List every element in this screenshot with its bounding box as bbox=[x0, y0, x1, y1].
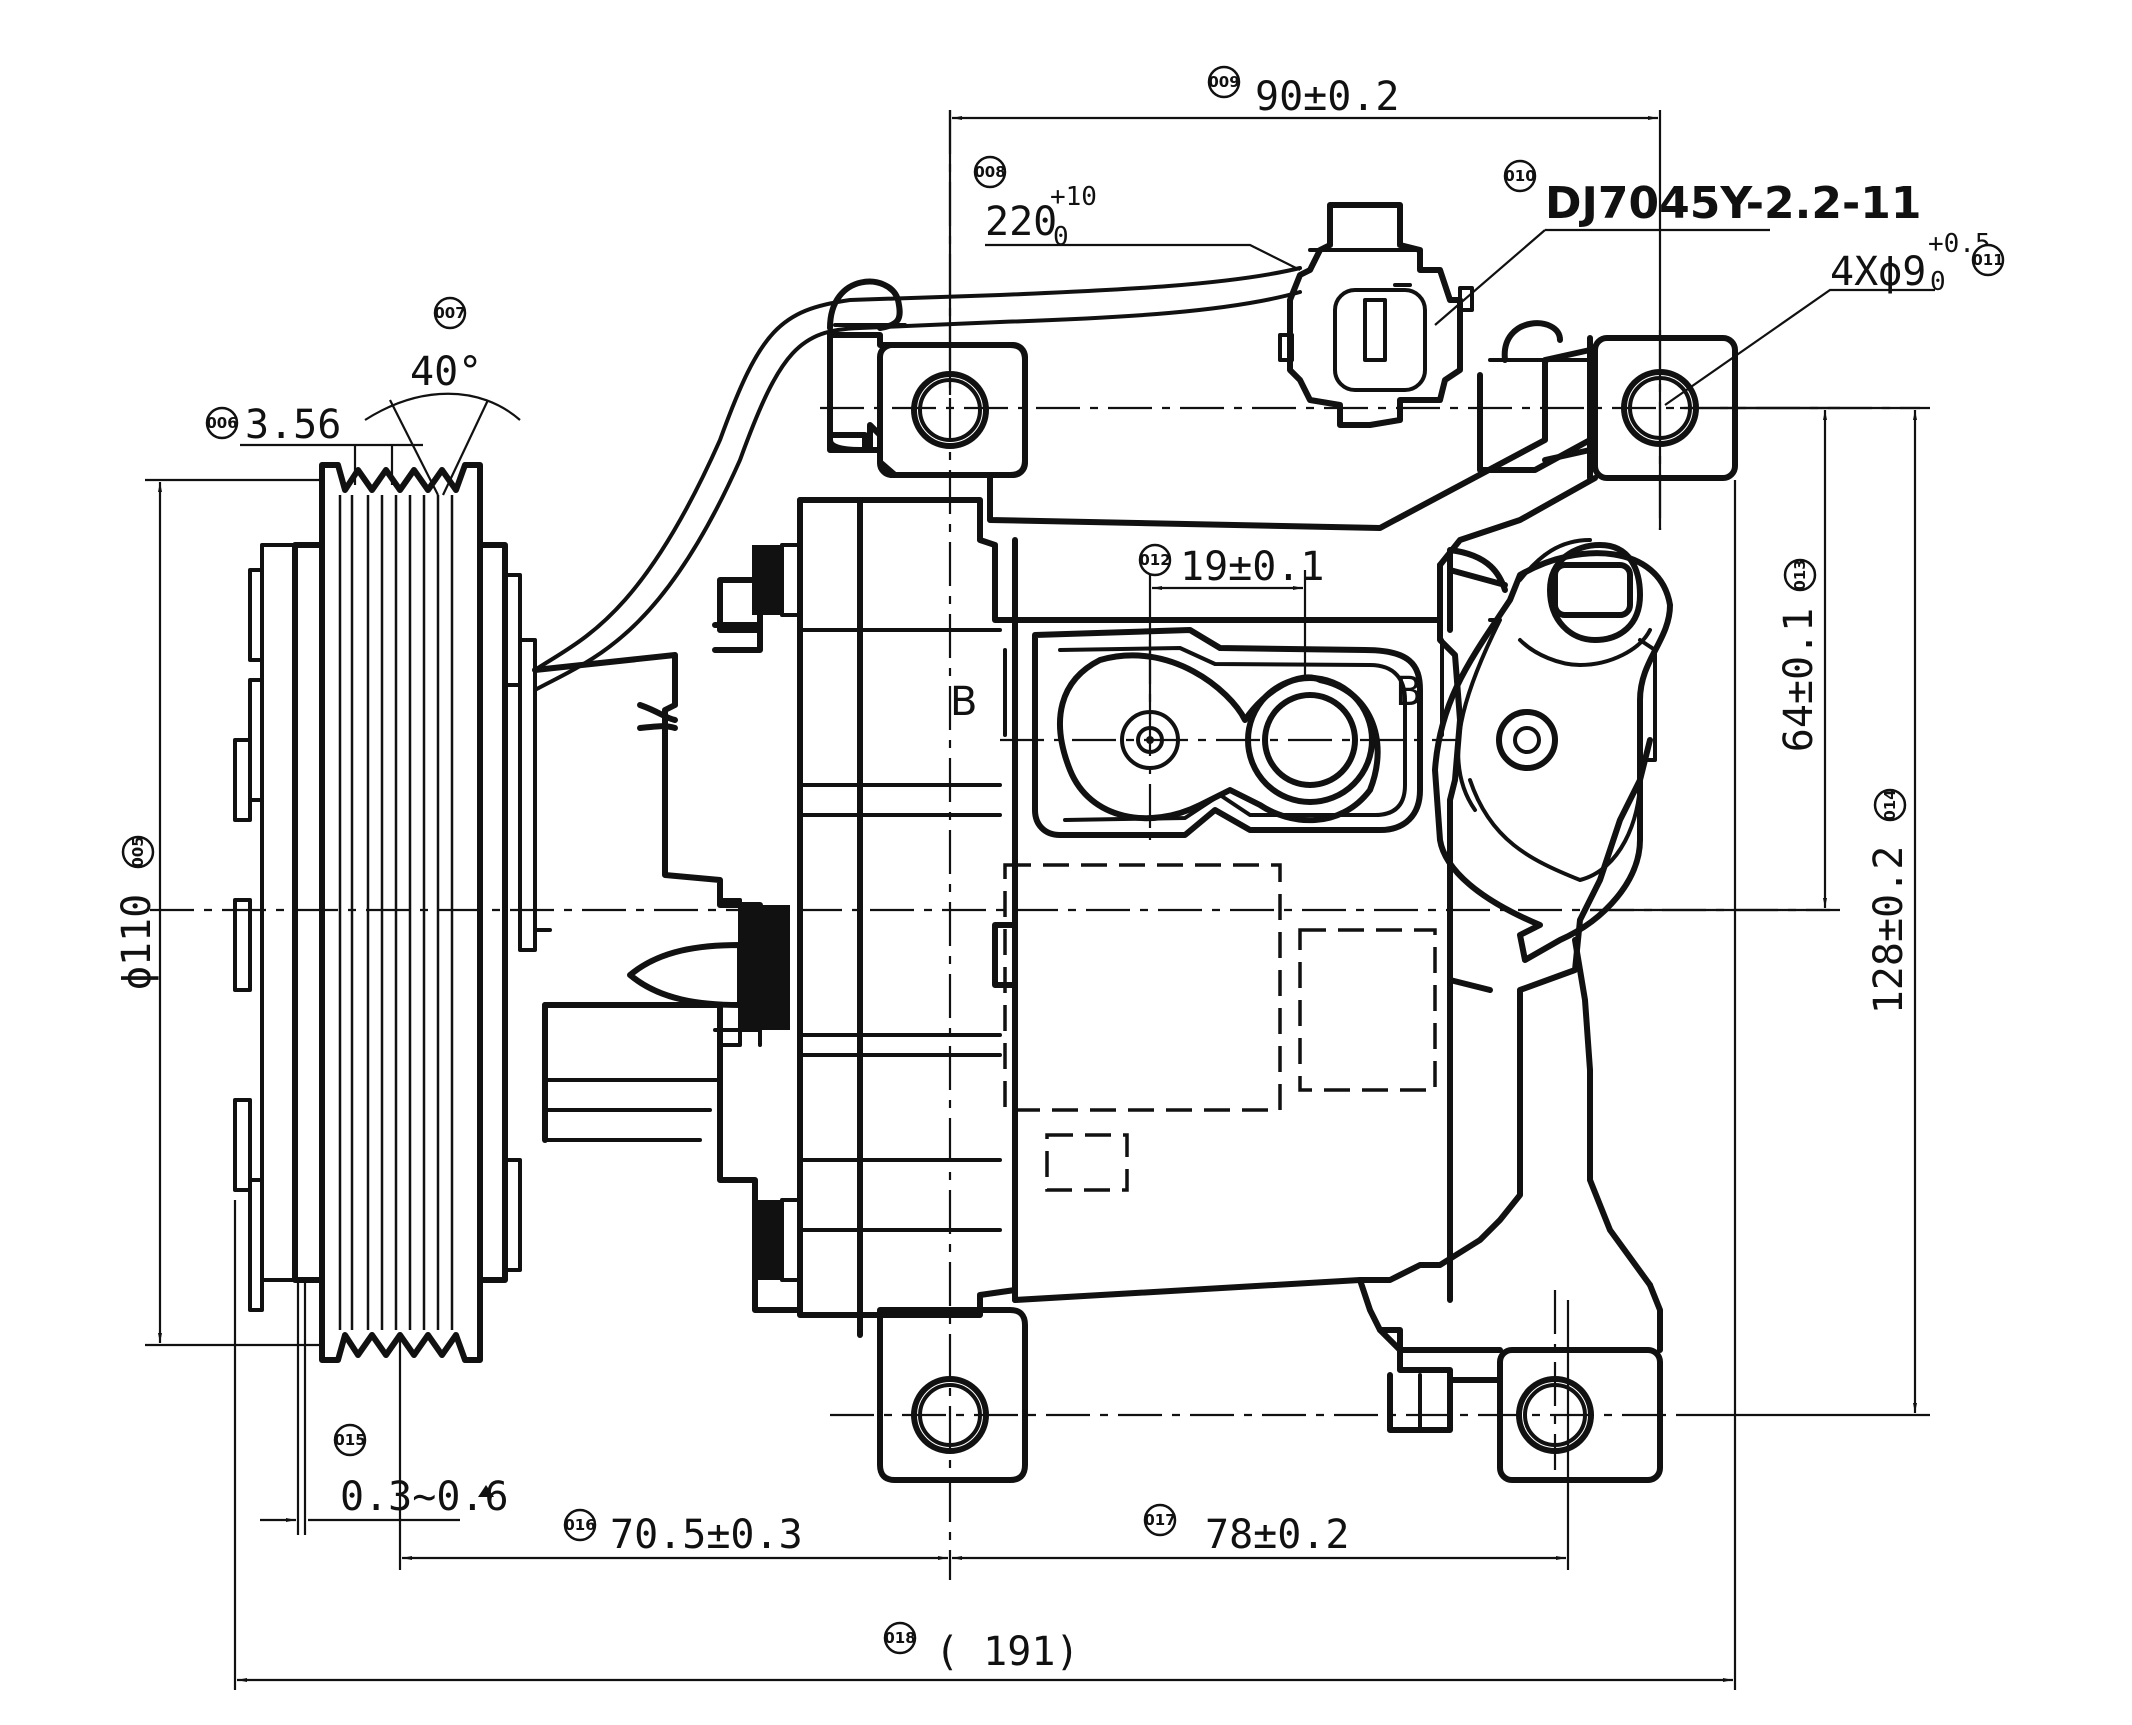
electrical-connector bbox=[1278, 202, 1474, 428]
dim-128-label: 128±0.2 bbox=[1866, 846, 1912, 1015]
callout-017-number: 017 bbox=[1144, 1511, 1175, 1529]
callout-011-number: 011 bbox=[1972, 251, 2003, 269]
callout-007-number: 007 bbox=[434, 304, 465, 322]
callout-005-number: 005 bbox=[129, 836, 147, 867]
refrigerant-ports bbox=[1032, 627, 1423, 838]
dim-78-label: 78±0.2 bbox=[1205, 1512, 1350, 1558]
part-number-label: DJ7045Y-2.2-11 bbox=[1545, 178, 1921, 229]
dim-64-label: 64±0.1 bbox=[1776, 608, 1822, 753]
dim-19-label: 19±0.1 bbox=[1180, 544, 1325, 590]
callout-018-number: 018 bbox=[884, 1629, 915, 1647]
callout-014-number: 014 bbox=[1881, 789, 1899, 820]
callout-016-number: 016 bbox=[564, 1516, 595, 1534]
callout-012-number: 012 bbox=[1139, 551, 1170, 569]
dim-70-5-label: 70.5±0.3 bbox=[610, 1512, 803, 1558]
dim-4xphi9-lower-tol: 0 bbox=[1930, 267, 1946, 297]
pulley bbox=[233, 462, 552, 1363]
wire-harness bbox=[533, 266, 1302, 692]
callout-006-number: 006 bbox=[206, 414, 237, 432]
section-mark-right: B bbox=[1395, 669, 1422, 715]
rear-head bbox=[1432, 538, 1673, 1288]
dim-phi110-label: ϕ110 bbox=[114, 894, 160, 990]
callout-015-number: 015 bbox=[334, 1431, 365, 1449]
center-lines bbox=[150, 110, 1920, 1580]
dim-40deg-label: 40° bbox=[410, 349, 482, 395]
compressor-body bbox=[532, 497, 1653, 1338]
dim-220-lower-tol: 0 bbox=[1053, 222, 1069, 252]
section-b-marks: B B bbox=[950, 638, 1444, 737]
hidden-lines bbox=[1003, 863, 1437, 1192]
dim-3-56-label: 3.56 bbox=[245, 402, 341, 448]
dim-191-label: ( 191) bbox=[935, 1629, 1080, 1675]
dim-220-upper-tol: +10 bbox=[1050, 182, 1097, 212]
callout-008-number: 008 bbox=[974, 163, 1005, 181]
dim-90-label: 90±0.2 bbox=[1255, 74, 1400, 120]
callout-013-number: 013 bbox=[1791, 559, 1809, 590]
callout-010-number: 010 bbox=[1504, 167, 1535, 185]
callout-009-number: 009 bbox=[1208, 73, 1239, 91]
lower-mount-ears bbox=[877, 1277, 1663, 1483]
section-mark-left: B bbox=[950, 679, 977, 725]
dimension-labels: 009 90±0.2 008 220 +10 0 010 DJ7045Y-2.2… bbox=[114, 65, 2005, 1675]
dim-4xphi9-label: 4Xϕ9 bbox=[1830, 249, 1926, 295]
dim-clearance-label: 0.3~0.6 bbox=[340, 1474, 509, 1520]
dimension-lines bbox=[145, 110, 1935, 1690]
dim-220-label: 220 bbox=[985, 199, 1057, 245]
